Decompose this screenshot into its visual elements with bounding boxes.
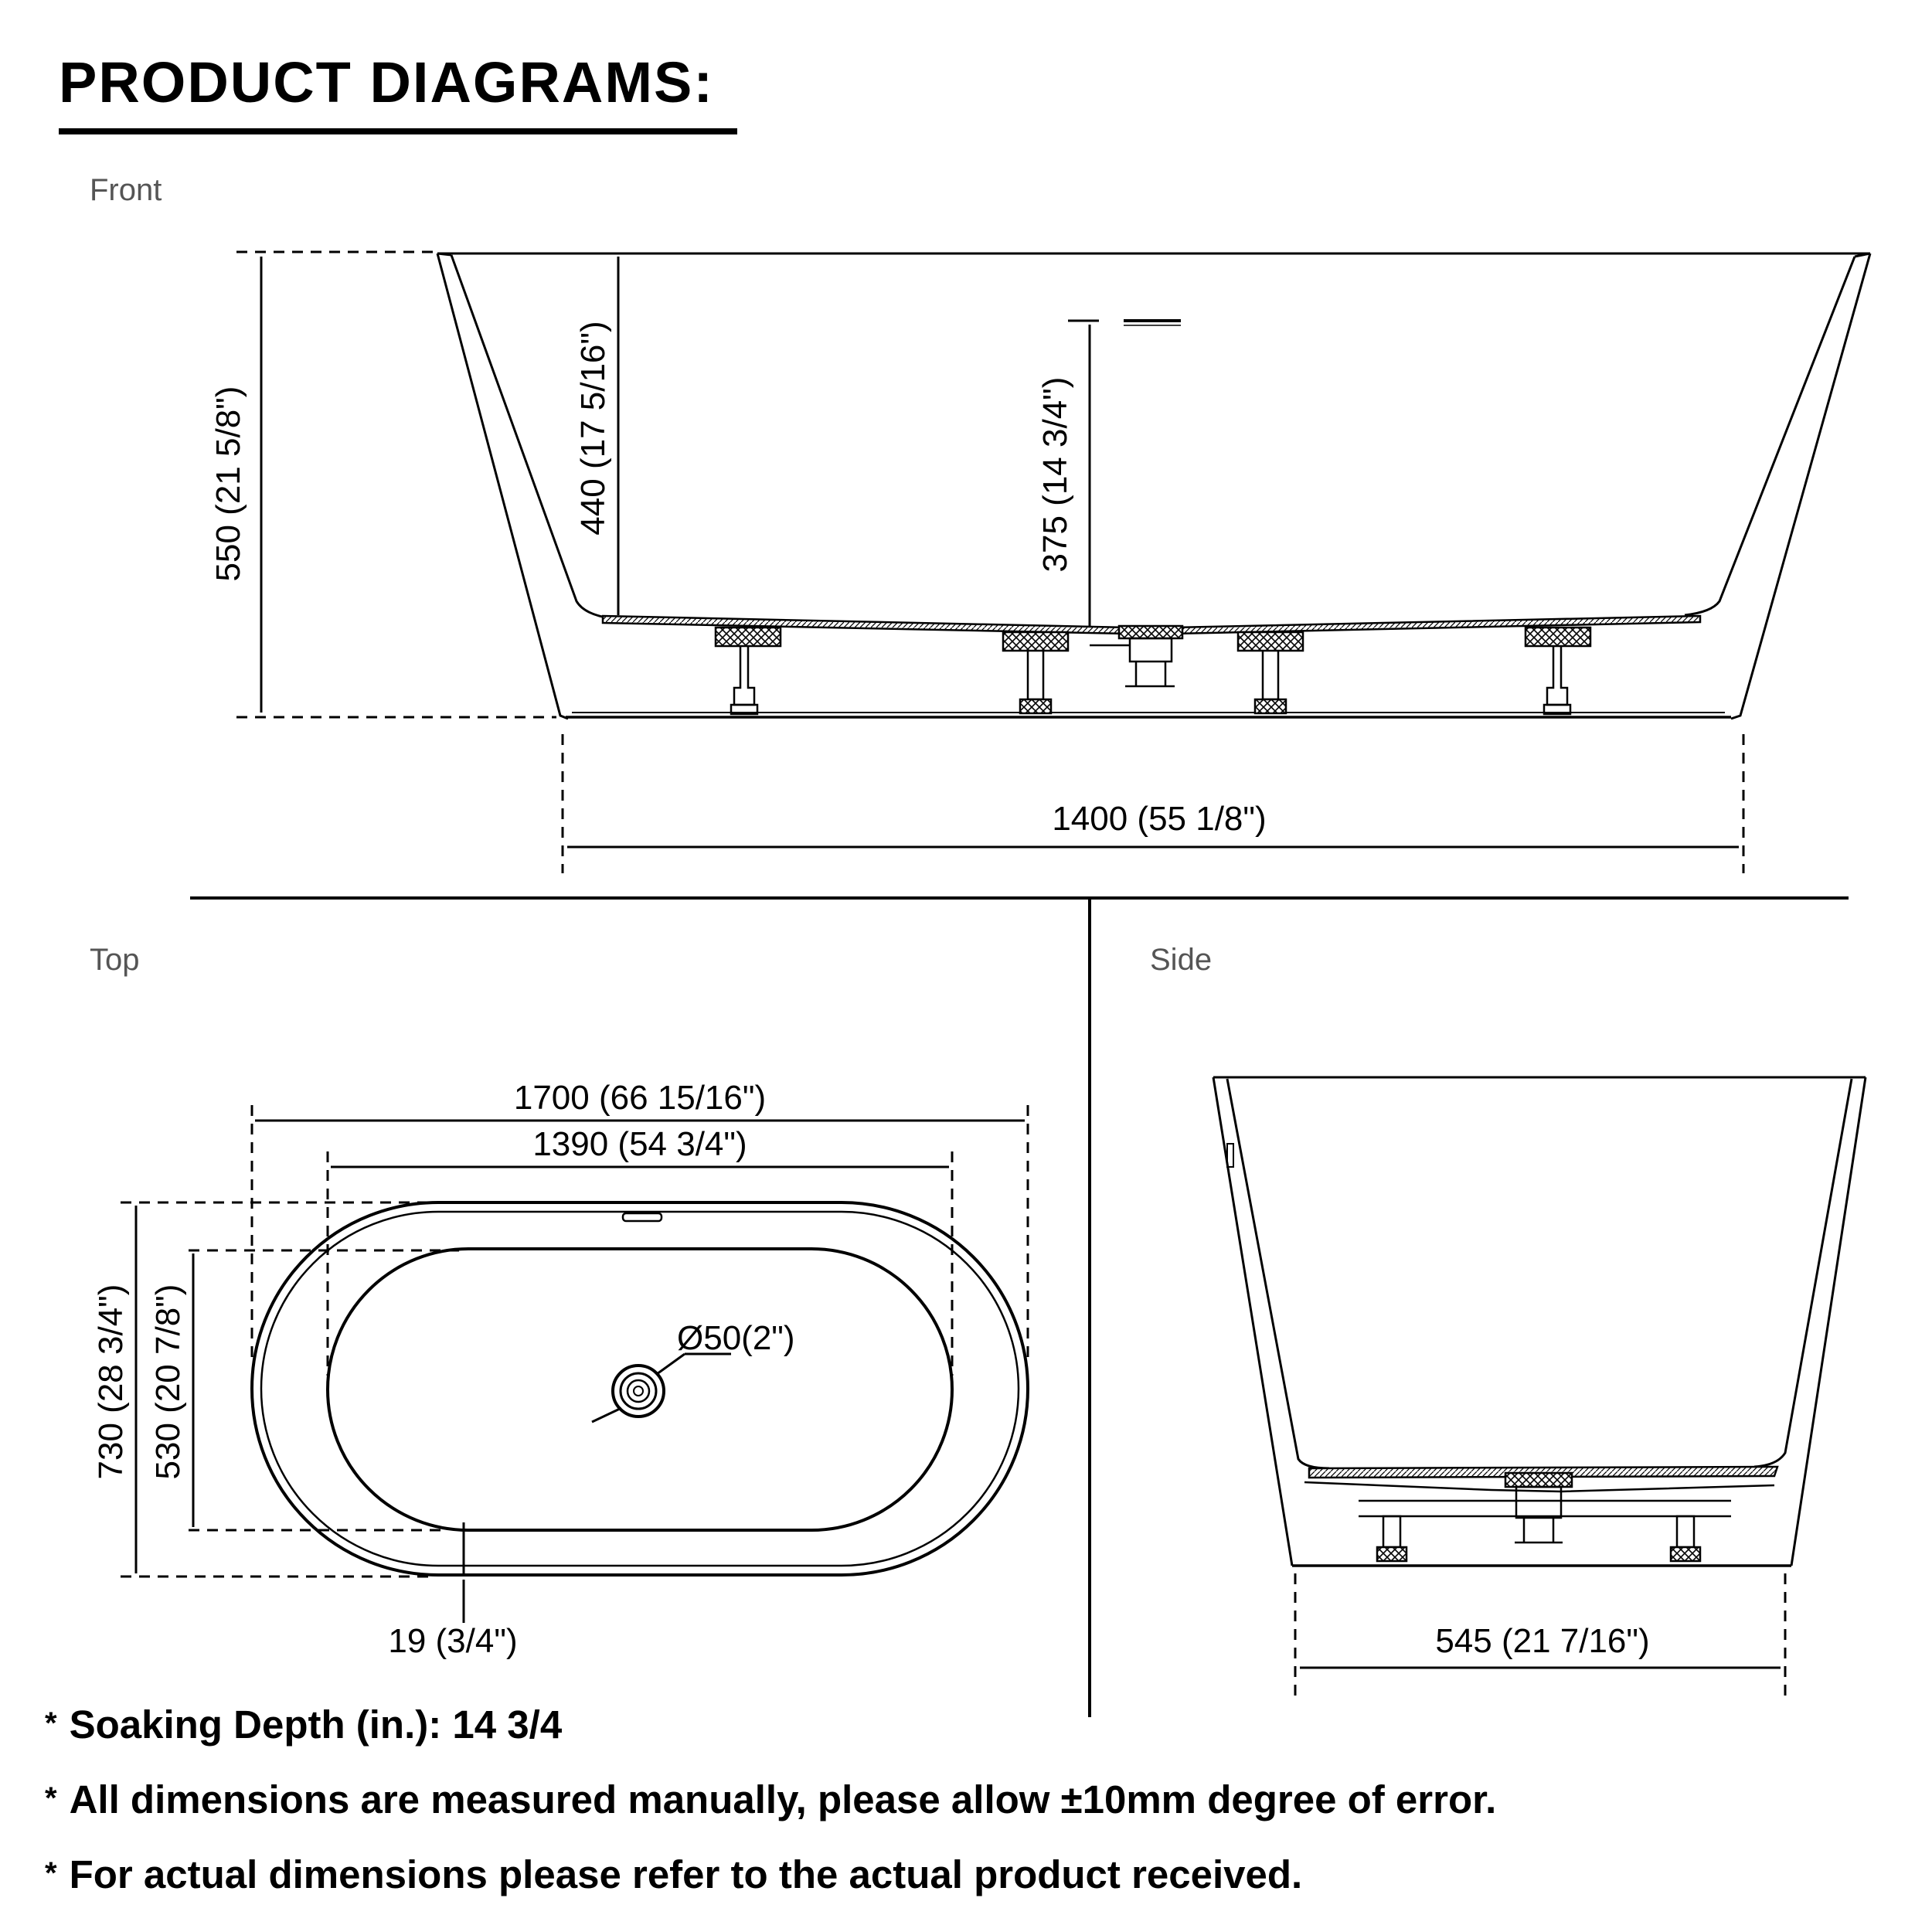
front-view-drawing — [436, 252, 1872, 720]
note-marker: * — [45, 1706, 57, 1740]
top-view-label: Top — [90, 943, 140, 977]
note-text: All dimensions are measured manually, pl… — [69, 1777, 1497, 1821]
note-measurement-error: * All dimensions are measured manually, p… — [45, 1780, 1496, 1819]
front-total-height-label: 550 (21 5/8") — [209, 386, 247, 582]
section-dividers — [190, 896, 1849, 1717]
rim-thickness-label: 19 (3/4") — [388, 1622, 517, 1660]
note-text: For actual dimensions please refer to th… — [69, 1852, 1303, 1896]
side-view-drawing — [1212, 1076, 1867, 1567]
note-text: Soaking Depth (in.): 14 3/4 — [69, 1702, 563, 1747]
top-inner-length-label: 1390 (54 3/4") — [532, 1125, 747, 1163]
top-inner-width-label: 530 (20 7/8") — [149, 1284, 187, 1480]
front-base-length-label: 1400 (55 1/8") — [1052, 800, 1266, 838]
side-base-width-label: 545 (21 7/16") — [1435, 1622, 1649, 1660]
note-soaking-depth: * Soaking Depth (in.): 14 3/4 — [45, 1705, 562, 1744]
front-interior-depth-label: 440 (17 5/16") — [574, 321, 612, 535]
title-underline — [59, 128, 737, 134]
front-dimension-lines — [236, 250, 1745, 873]
side-view-label: Side — [1150, 943, 1213, 977]
page-title: PRODUCT DIAGRAMS: — [59, 50, 714, 114]
note-actual-dimensions: * For actual dimensions please refer to t… — [45, 1855, 1302, 1894]
drain-diameter-label: Ø50(2") — [677, 1319, 795, 1357]
top-view-drawing — [250, 1201, 1029, 1577]
note-marker: * — [45, 1781, 57, 1815]
top-dimension-lines — [121, 1105, 1029, 1623]
front-soaking-depth-label: 375 (14 3/4") — [1036, 377, 1074, 573]
note-marker: * — [45, 1856, 57, 1890]
top-outer-width-label: 730 (28 3/4") — [92, 1284, 130, 1480]
front-view-label: Front — [90, 173, 162, 207]
side-dimension-lines — [1294, 1573, 1787, 1697]
top-outer-length-label: 1700 (66 15/16") — [514, 1079, 766, 1117]
